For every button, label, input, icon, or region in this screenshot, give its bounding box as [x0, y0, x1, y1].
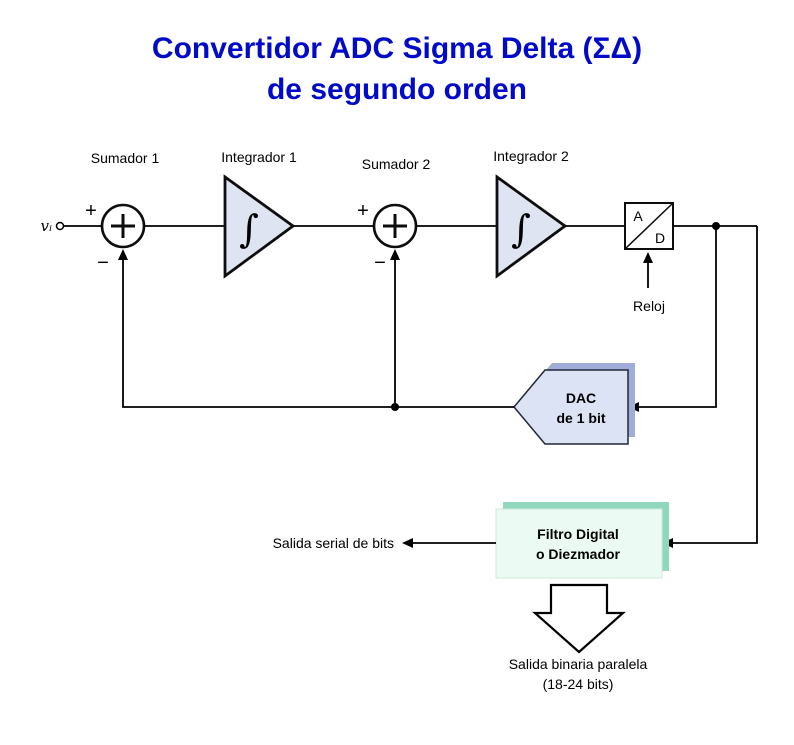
integrador1-label: Integrador 1: [221, 149, 297, 165]
sumador2-minus-sign: −: [374, 252, 386, 274]
input-signal-label: vᵢ: [41, 217, 53, 235]
sumador1-label: Sumador 1: [91, 150, 160, 166]
filtro-block: [495, 508, 663, 579]
sumador1-plus-sign: +: [85, 200, 97, 222]
adc-a-label: A: [633, 208, 643, 224]
reloj-label: Reloj: [633, 298, 665, 314]
dac-label-line2: de 1 bit: [556, 410, 605, 426]
salida-paralela-label-line1: Salida binaria paralela: [509, 656, 648, 672]
page-title-line1: Convertidor ADC Sigma Delta (ΣΔ): [152, 32, 642, 65]
arrowhead-serial-output: [402, 538, 413, 548]
input-terminal: [55, 221, 65, 231]
integrador2-block: [495, 174, 568, 279]
arrowhead-reloj-up: [643, 252, 653, 263]
salida-serial-label: Salida serial de bits: [273, 535, 394, 551]
integrador2-integral-symbol: ∫: [511, 207, 531, 251]
wire-dac-to-sumador1: [122, 258, 514, 408]
parallel-output-arrow: [532, 583, 626, 654]
dac-label-line1: DAC: [566, 390, 596, 406]
wire-output-to-filtro: [672, 226, 758, 544]
adc-d-label: D: [655, 230, 665, 246]
page-title-line2: de segundo orden: [267, 73, 527, 106]
dac-block: [513, 369, 629, 445]
integrador1-block: [223, 174, 296, 279]
sumador2-label: Sumador 2: [362, 156, 431, 172]
integrador1-integral-symbol: ∫: [239, 207, 259, 251]
filtro-label-line2: o Diezmador: [536, 546, 621, 562]
arrowhead-into-sumador2: [390, 249, 400, 260]
salida-paralela-label-line2: (18-24 bits): [543, 676, 614, 692]
adc-diagonal: [624, 202, 674, 250]
filtro-label-line1: Filtro Digital: [537, 526, 619, 542]
arrowhead-into-sumador1: [118, 249, 128, 260]
wire-feedback-to-dac: [638, 226, 717, 408]
sumador1-minus-sign: −: [97, 252, 109, 274]
integrador2-label: Integrador 2: [493, 148, 569, 164]
sumador2-plus-sign: +: [357, 200, 369, 222]
